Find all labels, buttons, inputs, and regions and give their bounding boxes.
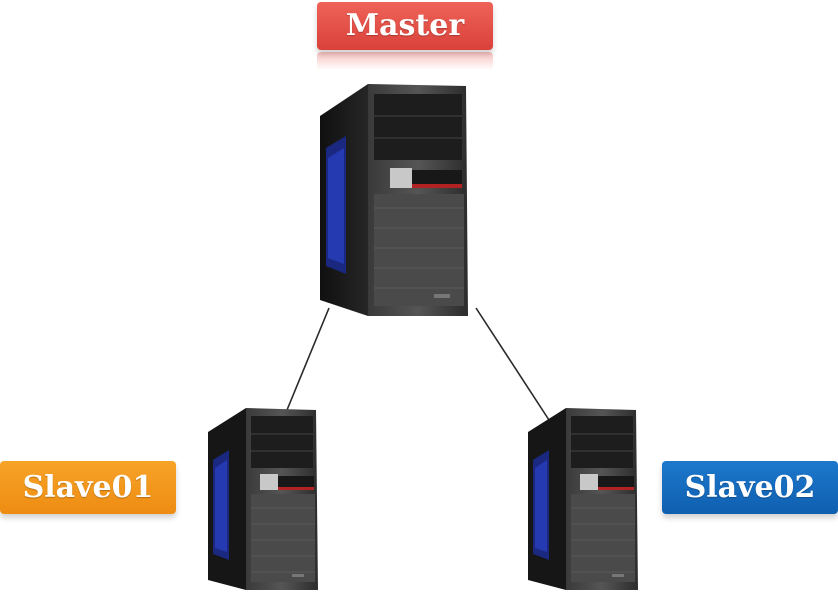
slave01-computer-icon (204, 404, 322, 594)
master-computer-icon (316, 78, 474, 320)
edge-master-slave01 (287, 308, 329, 410)
slave02-label: Slave02 (662, 461, 838, 514)
slave01-label: Slave01 (0, 461, 176, 514)
master-label-reflection (317, 52, 493, 70)
slave02-computer-icon (524, 404, 642, 594)
master-label: Master (317, 2, 493, 50)
